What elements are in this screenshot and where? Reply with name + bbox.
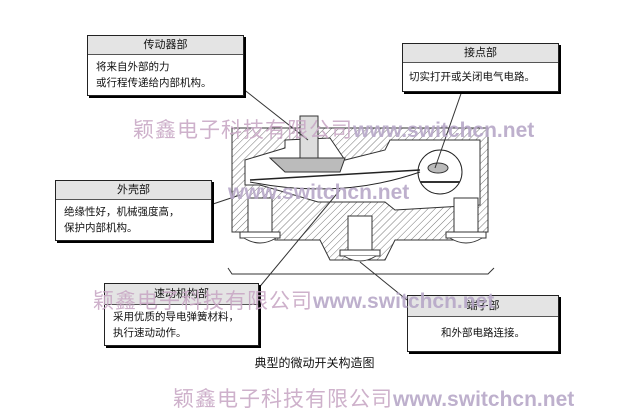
callout-text: 采用优质的导电弹簧材料， xyxy=(113,311,239,323)
watermark: 颖鑫电子科技有限公司www.switchcn.net xyxy=(93,285,494,315)
watermark-url: www.switchcn.net xyxy=(313,290,495,313)
callout-text: 将来自外部的力 xyxy=(96,61,170,73)
watermark: 颖鑫电子科技有限公司www.switchcn.net xyxy=(173,383,574,413)
callout-housing: 外壳部 绝缘性好，机械强度高， 保护内部机构。 xyxy=(55,180,212,241)
watermark-url: www.switchcn.net xyxy=(353,119,535,142)
callout-title: 接点部 xyxy=(403,44,558,63)
callout-contact: 接点部 切实打开或关闭电气电路。 xyxy=(402,43,559,92)
watermark-url: www.switchcn.net xyxy=(393,388,575,411)
callout-title: 传动器部 xyxy=(88,36,243,55)
watermark-company: 颖鑫电子科技有限公司 xyxy=(173,387,393,411)
snap-spring xyxy=(249,169,421,190)
bracket-line xyxy=(227,267,495,275)
callout-title: 速动机构部 xyxy=(105,284,258,305)
callout-text: 切实打开或关闭电气电路。 xyxy=(409,71,535,83)
callout-text: 执行速动动作。 xyxy=(113,327,187,339)
contact-circle xyxy=(417,149,463,195)
watermark: www.switchcn.net xyxy=(228,180,409,205)
watermark: 颖鑫电子科技有限公司www.switchcn.net xyxy=(133,114,534,144)
watermark-company: 颖鑫电子科技有限公司 xyxy=(93,289,313,313)
callout-text: 或行程传递给内部机构。 xyxy=(96,77,212,89)
callout-actuator: 传动器部 将来自外部的力 或行程传递给内部机构。 xyxy=(87,35,244,96)
callout-text: 绝缘性好，机械强度高， xyxy=(64,206,180,218)
actuator-plunger xyxy=(268,115,346,173)
figure-caption: 典型的微动开关构造图 xyxy=(254,356,375,370)
watermark-url: www.switchcn.net xyxy=(228,181,410,204)
callout-text: 和外部电路连接。 xyxy=(441,327,525,339)
terminal-screws xyxy=(239,197,487,262)
callout-text: 保护内部机构。 xyxy=(64,222,138,234)
callout-title: 外壳部 xyxy=(56,181,211,200)
watermark-company: 颖鑫电子科技有限公司 xyxy=(133,118,353,142)
callout-snap-mechanism: 速动机构部 采用优质的导电弹簧材料， 执行速动动作。 xyxy=(104,283,259,346)
callout-terminal: 端子部 和外部电路连接。 xyxy=(407,295,559,352)
callout-title: 端子部 xyxy=(408,296,558,317)
